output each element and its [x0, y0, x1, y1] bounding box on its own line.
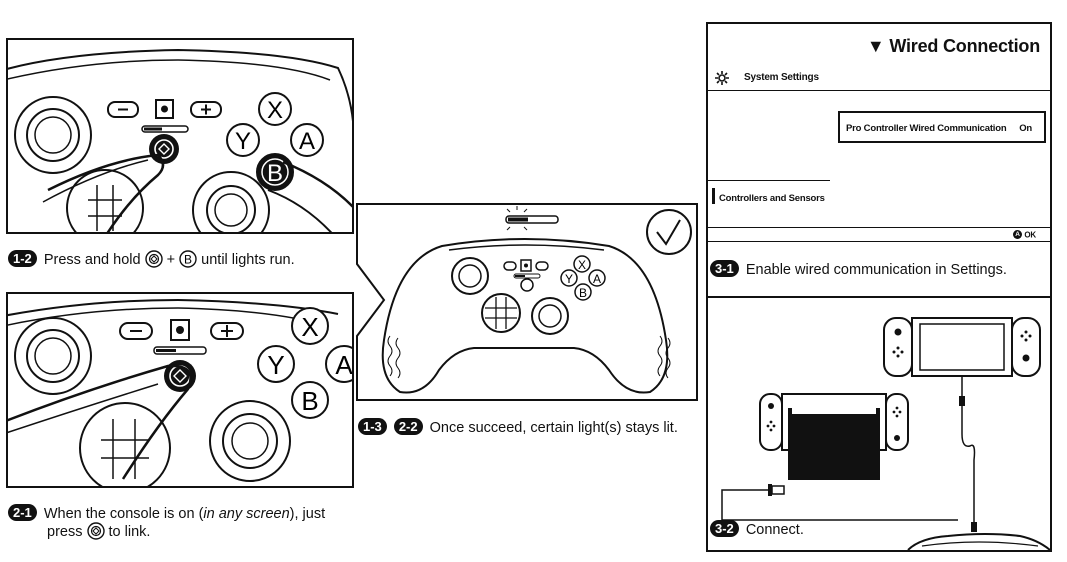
wired-connection-illustration: [721, 317, 1050, 550]
divider: [708, 90, 1050, 91]
a-button-label: A: [299, 128, 315, 155]
menu-item-controllers-and-sensors[interactable]: Controllers and Sensors: [712, 188, 825, 204]
caption-step-2-1-line2: press to link.: [47, 522, 150, 541]
menu-item-label: Controllers and Sensors: [719, 193, 825, 204]
panel-step-1-2: X Y A B: [6, 38, 354, 234]
caption-step-2-1: 2-1 When the console is on (in any scree…: [8, 504, 325, 523]
a-key-icon: A: [1013, 230, 1023, 240]
led-light-icon: [505, 206, 559, 231]
triangle-down-icon: ▼: [866, 36, 885, 56]
checkmark-icon: [646, 209, 692, 255]
caption-step-1-2: 1-2 Press and hold + B until lights run.: [8, 250, 295, 269]
caption-emphasis: in any screen: [203, 506, 290, 522]
section-divider: [708, 296, 1050, 298]
y-button-label: Y: [267, 350, 284, 380]
system-settings-label: System Settings: [744, 72, 819, 83]
option-value: On: [1019, 123, 1032, 134]
b-button-icon: B: [179, 250, 197, 268]
plus-sign: +: [166, 252, 176, 268]
panel-step-2-1: X Y A B: [6, 292, 354, 488]
footer-divider: [708, 227, 1050, 228]
caption-text: Enable wired communication in Settings.: [745, 262, 1007, 278]
x-button-label: X: [267, 97, 283, 124]
docked-console: [759, 393, 909, 480]
caption-text: Once succeed, certain light(s) stays lit…: [429, 420, 678, 436]
vibration-lines: [387, 335, 671, 379]
step-badge: 3-2: [710, 520, 739, 537]
controller-closeup-hold: X Y A B: [8, 48, 352, 232]
wired-communication-option[interactable]: Pro Controller Wired Communication On: [838, 111, 1046, 143]
caption-text: until lights run.: [201, 252, 295, 268]
gear-icon: [715, 71, 729, 85]
footer-ok[interactable]: A OK: [1013, 230, 1036, 240]
caption-text: press: [47, 524, 83, 540]
b-button-label: B: [267, 160, 283, 187]
caption-text: When the console is on (: [43, 506, 204, 522]
caption-text: Press and hold: [43, 252, 141, 268]
screen-bottom-line: [708, 241, 1050, 242]
option-label: Pro Controller Wired Communication: [846, 123, 1007, 134]
a-button-label: A: [593, 272, 601, 286]
svg-text:B: B: [184, 253, 192, 267]
handheld-console: [883, 317, 1041, 377]
right-column-frame: ▼ Wired Connection System Settings Pro C…: [706, 22, 1052, 552]
home-swirl-icon: [144, 250, 163, 268]
settings-screen: ▼ Wired Connection System Settings Pro C…: [708, 24, 1050, 242]
x-button-label: X: [301, 312, 318, 342]
caption-step-1-3: 1-3 2-2 Once succeed, certain light(s) s…: [358, 418, 678, 437]
b-button-label: B: [301, 386, 318, 416]
y-button-label: Y: [235, 128, 251, 155]
step-badge: 1-3: [358, 418, 387, 435]
footer-ok-label: OK: [1024, 230, 1036, 240]
x-button-label: X: [578, 258, 586, 272]
step-badge: 3-1: [710, 260, 739, 277]
y-button-label: Y: [565, 272, 573, 286]
panel-step-1-3: X Y A B: [356, 203, 698, 401]
settings-title: ▼ Wired Connection: [867, 36, 1040, 57]
step-badge: 2-1: [8, 504, 37, 521]
b-button-label: B: [579, 286, 587, 300]
settings-title-text: Wired Connection: [889, 36, 1040, 56]
a-button-label: A: [335, 350, 353, 380]
menu-divider: [708, 180, 830, 181]
caption-step-3-1: 3-1 Enable wired communication in Settin…: [710, 260, 1007, 279]
home-swirl-icon: [86, 522, 105, 540]
caption-text: ), just: [289, 506, 326, 522]
controller-illustration: X Y A B: [381, 238, 669, 394]
caption-text: Connect.: [745, 522, 804, 538]
step-badge: 2-2: [393, 418, 423, 435]
caption-text: to link.: [108, 524, 151, 540]
controller-closeup-press: X Y A B: [8, 298, 353, 486]
caption-step-3-2: 3-2 Connect.: [710, 520, 804, 539]
step-badge: 1-2: [8, 250, 37, 267]
